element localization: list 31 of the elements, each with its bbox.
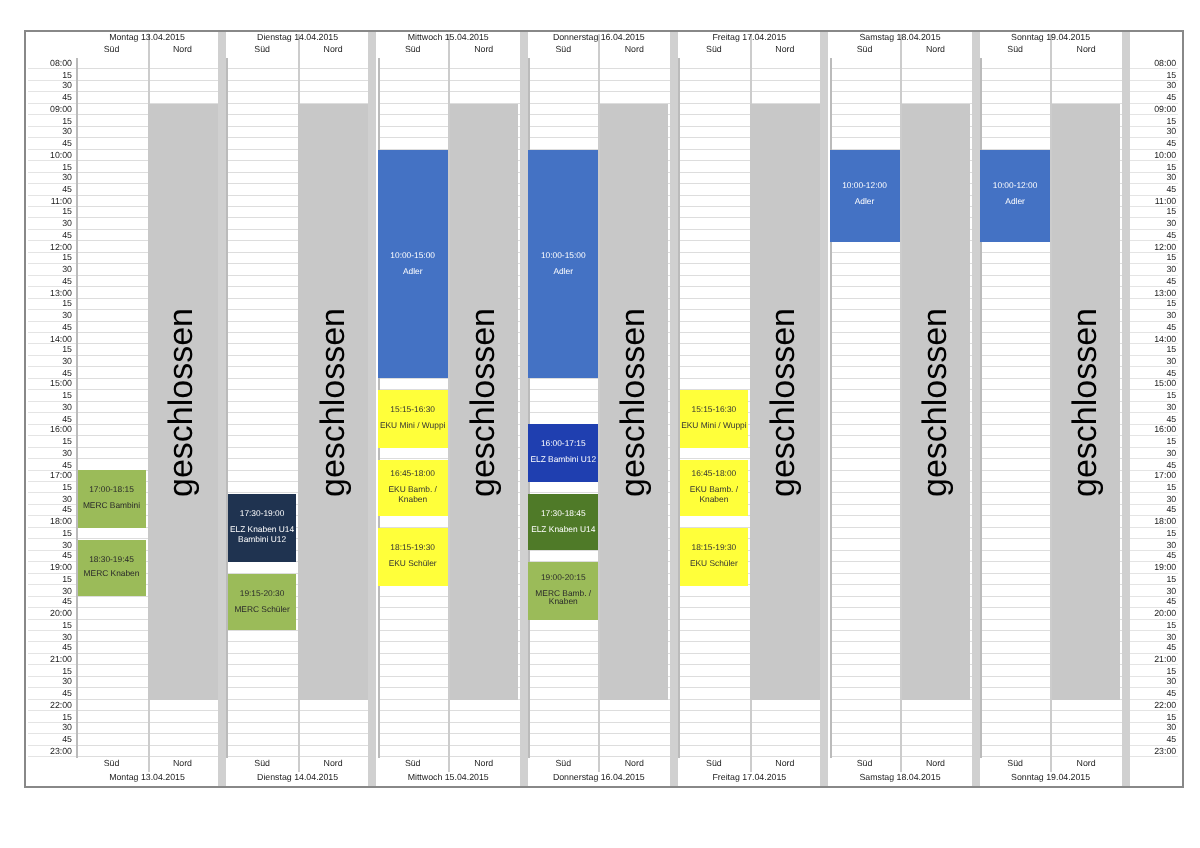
status-text: geschlossen — [164, 307, 201, 497]
status-text: geschlossen — [766, 307, 803, 497]
booking-block — [679, 527, 749, 586]
closed-band — [599, 103, 669, 700]
status-text: geschlossen — [616, 307, 653, 497]
closed-band — [1051, 103, 1121, 700]
booking-block — [980, 149, 1050, 242]
closed-band — [901, 103, 970, 700]
closed-band — [148, 103, 217, 700]
booking-block — [378, 149, 448, 379]
booking-block — [378, 390, 448, 448]
status-text: geschlossen — [917, 307, 954, 497]
closed-band — [750, 103, 820, 700]
booking-block — [528, 424, 598, 482]
booking-block — [679, 459, 749, 517]
booking-block — [378, 459, 448, 517]
status-text: geschlossen — [315, 307, 352, 497]
booking-block — [378, 527, 448, 586]
booking-block — [77, 539, 146, 597]
booking-block — [830, 149, 899, 242]
booking-block — [679, 390, 749, 448]
status-text: geschlossen — [1068, 307, 1105, 497]
booking-block — [528, 493, 598, 551]
status-text: geschlossen — [465, 307, 502, 497]
booking-block — [227, 573, 297, 631]
closed-band — [298, 103, 368, 700]
booking-block — [528, 149, 598, 379]
booking-block — [528, 562, 598, 620]
closed-band — [449, 103, 519, 700]
booking-block — [227, 493, 297, 563]
booking-block — [77, 470, 146, 528]
